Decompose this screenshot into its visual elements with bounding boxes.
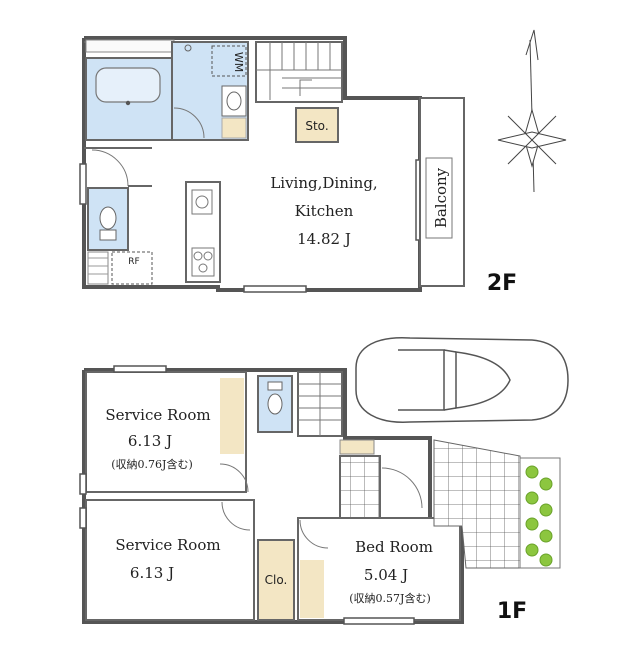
car-icon (355, 337, 569, 423)
service-room-1-size: 6.13 J (128, 432, 172, 450)
roof-access-label: RF (128, 257, 139, 267)
plant-icon (525, 465, 553, 567)
washer-label: WM (232, 52, 245, 72)
storage-2f (295, 107, 339, 143)
service-room-1-name: Service Room (105, 406, 210, 424)
service-room-2-name: Service Room (115, 536, 220, 554)
ldk-label-line1: Living,Dining, (270, 174, 377, 192)
floor-2f-plan: WM Sto. RF (79, 36, 517, 296)
storage-label: Sto. (305, 119, 328, 133)
bed-room-size: 5.04 J (364, 566, 408, 584)
ldk-label-line2: Kitchen (295, 202, 354, 220)
stairs-2f (255, 41, 343, 103)
floor-tag-2f: 2F (487, 271, 517, 296)
ldk-size: 14.82 J (297, 230, 351, 248)
floor-1f-plan: Service Room 6.13 J (収納0.76J含む) Service … (79, 337, 569, 625)
kitchen-counter (185, 181, 221, 283)
entrance-tile (339, 455, 381, 519)
service-room-2-size: 6.13 J (130, 564, 174, 582)
bed-room-note: (収納0.57J含む) (349, 591, 431, 605)
floor-tag-1f: 1F (497, 599, 527, 624)
north-compass-icon (497, 29, 567, 193)
bed-room-name: Bed Room (355, 538, 433, 556)
closet-label: Clo. (265, 573, 288, 587)
approach-tile (433, 439, 521, 569)
balcony-label: Balcony (432, 167, 450, 228)
service-room-1-note: (収納0.76J含む) (111, 457, 193, 471)
roof-access-2f (111, 251, 153, 285)
closet (257, 539, 295, 621)
